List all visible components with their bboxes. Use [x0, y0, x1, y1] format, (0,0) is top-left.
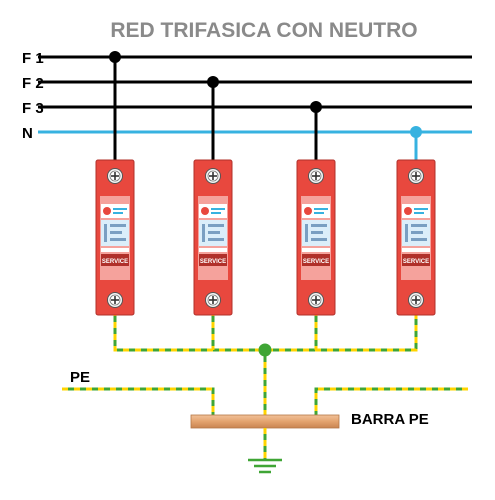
- earth-wiring: [62, 310, 468, 422]
- spd-1-label: SERVICE: [102, 259, 128, 265]
- supply-lines: [38, 55, 472, 134]
- diagram-title: RED TRIFASICA CON NEUTRO: [110, 19, 417, 42]
- line-label-f3: F 3: [22, 100, 44, 117]
- spd-module-1: SERVICE: [95, 159, 135, 316]
- spd-module-3: SERVICE: [296, 159, 336, 316]
- line-label-n: N: [22, 125, 33, 142]
- pe-bar-label: BARRA PE: [351, 411, 429, 428]
- spd-n-label: SERVICE: [403, 259, 429, 265]
- spd-3-label: SERVICE: [303, 259, 329, 265]
- spd-module-neutral: SERVICE: [396, 159, 436, 316]
- junction-f1: [109, 51, 121, 63]
- earth-junction: [258, 343, 272, 357]
- pe-label: PE: [70, 369, 90, 386]
- spd-2-label: SERVICE: [200, 259, 226, 265]
- line-drops: [109, 51, 422, 165]
- line-label-f1: F 1: [22, 50, 44, 67]
- junction-f3: [310, 101, 322, 113]
- ground-icon: [248, 428, 282, 474]
- junction-f2: [207, 76, 219, 88]
- spd-module-2: SERVICE: [193, 159, 233, 316]
- line-label-f2: F 2: [22, 75, 44, 92]
- pe-bar: [190, 414, 340, 429]
- junction-neutral: [410, 126, 422, 138]
